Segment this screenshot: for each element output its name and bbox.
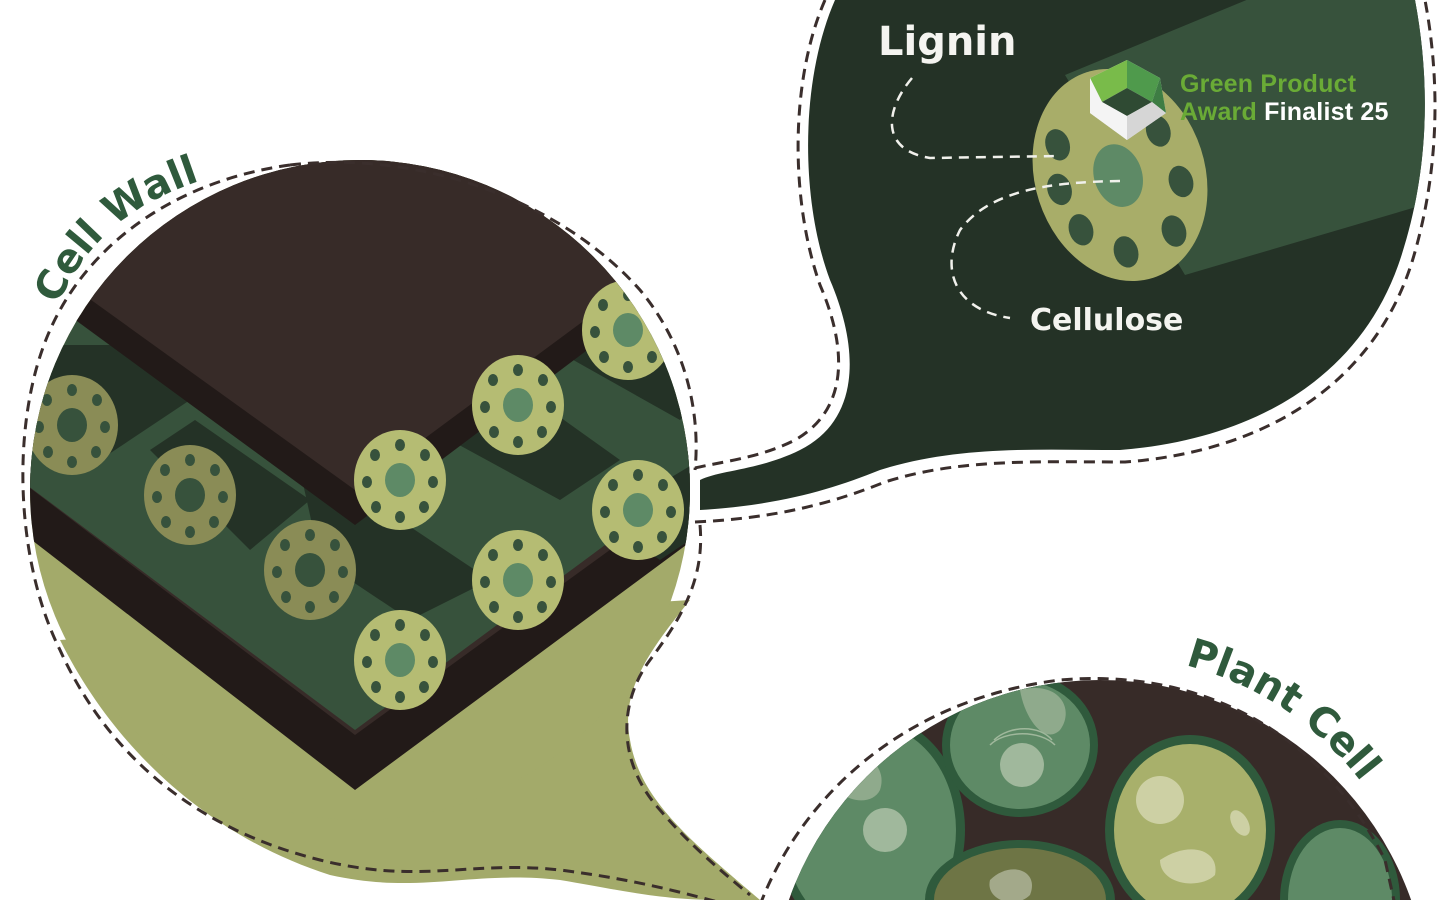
cellulose-label: Cellulose [1030,303,1183,338]
cellulose-leader-line [950,179,1121,320]
award-badge-text: Green Product Award Finalist 25 [1180,70,1389,126]
plant-cell-5 [1280,820,1400,900]
green-product-award-logo-icon [1090,60,1166,140]
award-line2-green: Award [1180,98,1257,126]
plant-cell-bubble: Plant Cell [760,630,1430,900]
plant-cell-3 [1105,735,1275,900]
plant-cell-4 [925,840,1115,900]
award-line1: Green Product [1180,70,1357,98]
lignin-label: Lignin [878,19,1017,65]
lignin-leader-line [890,77,1061,160]
plant-cell-2 [942,680,1098,817]
award-line2-white: Finalist 25 [1264,98,1389,126]
lignin-cellulose-bubble: Lignin Cellulose [694,0,1437,524]
cell-wall-bubble: Cell Wall [21,147,760,900]
green-product-award-badge[interactable]: Green Product Award Finalist 25 [1086,58,1406,142]
